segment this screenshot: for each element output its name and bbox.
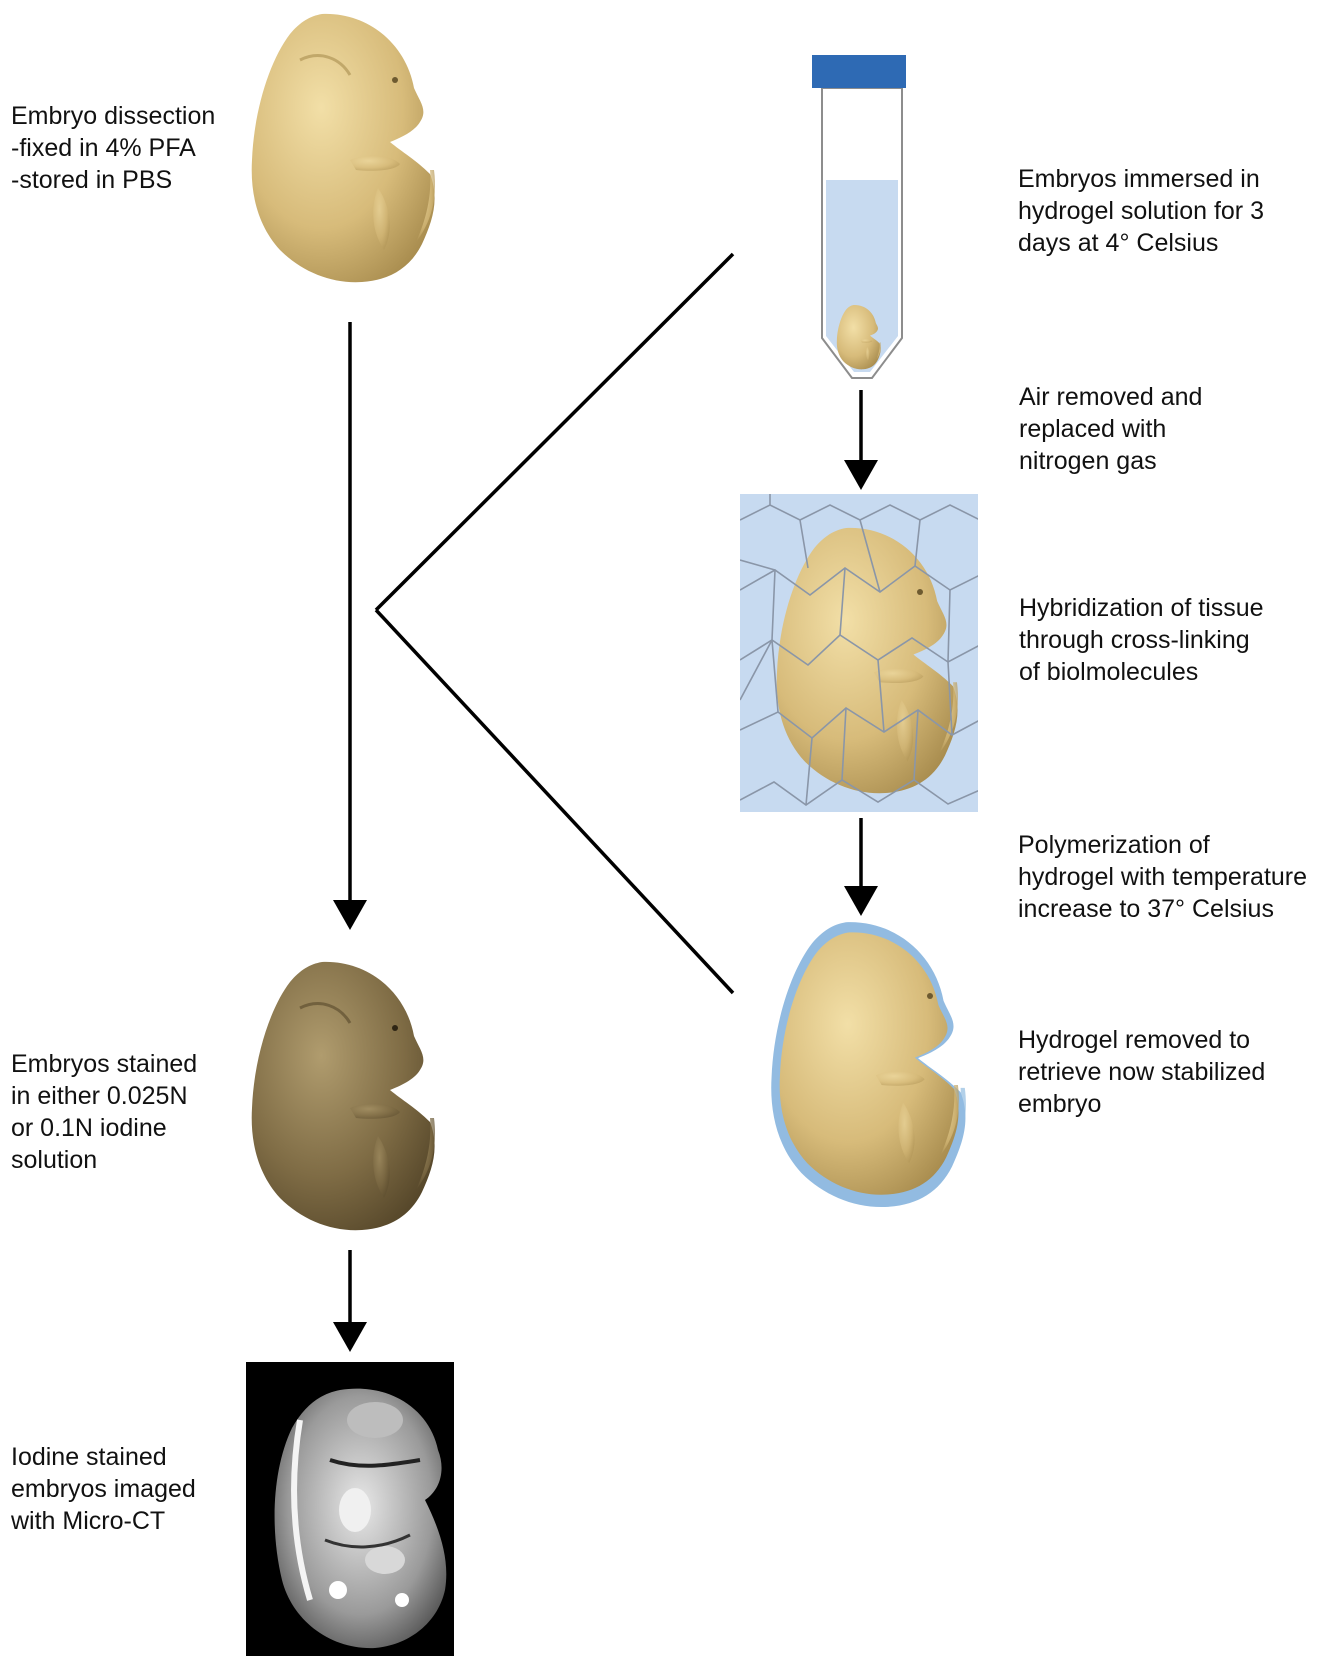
arrow-to-imaging [333,1250,367,1352]
step-label-immersion: Embryos immersed in hydrogel solution fo… [1018,163,1264,259]
arrow-to-staining [333,322,367,930]
hydrogel-mesh-icon [740,494,980,812]
step-label-staining: Embryos stained in either 0.025N or 0.1N… [11,1048,197,1176]
step-label-polymerization: Polymerization of hydrogel with temperat… [1018,829,1307,925]
branch-connector [376,254,733,993]
test-tube-icon [812,55,906,378]
arrow-to-polymerization [844,818,878,916]
embryo-hydrogel-coated-icon [771,922,966,1207]
step-label-dissection: Embryo dissection -fixed in 4% PFA -stor… [11,100,215,196]
micro-ct-scan-icon [246,1362,454,1656]
step-label-air-removal: Air removed and replaced with nitrogen g… [1019,381,1202,477]
embryo-stained-icon [252,962,435,1230]
step-label-hydrogel-removal: Hydrogel removed to retrieve now stabili… [1018,1024,1265,1120]
embryo-fixed-icon [252,14,435,282]
arrow-to-hybridization [844,390,878,490]
step-label-hybridization: Hybridization of tissue through cross-li… [1019,592,1264,688]
step-label-imaging: Iodine stained embryos imaged with Micro… [11,1441,196,1537]
